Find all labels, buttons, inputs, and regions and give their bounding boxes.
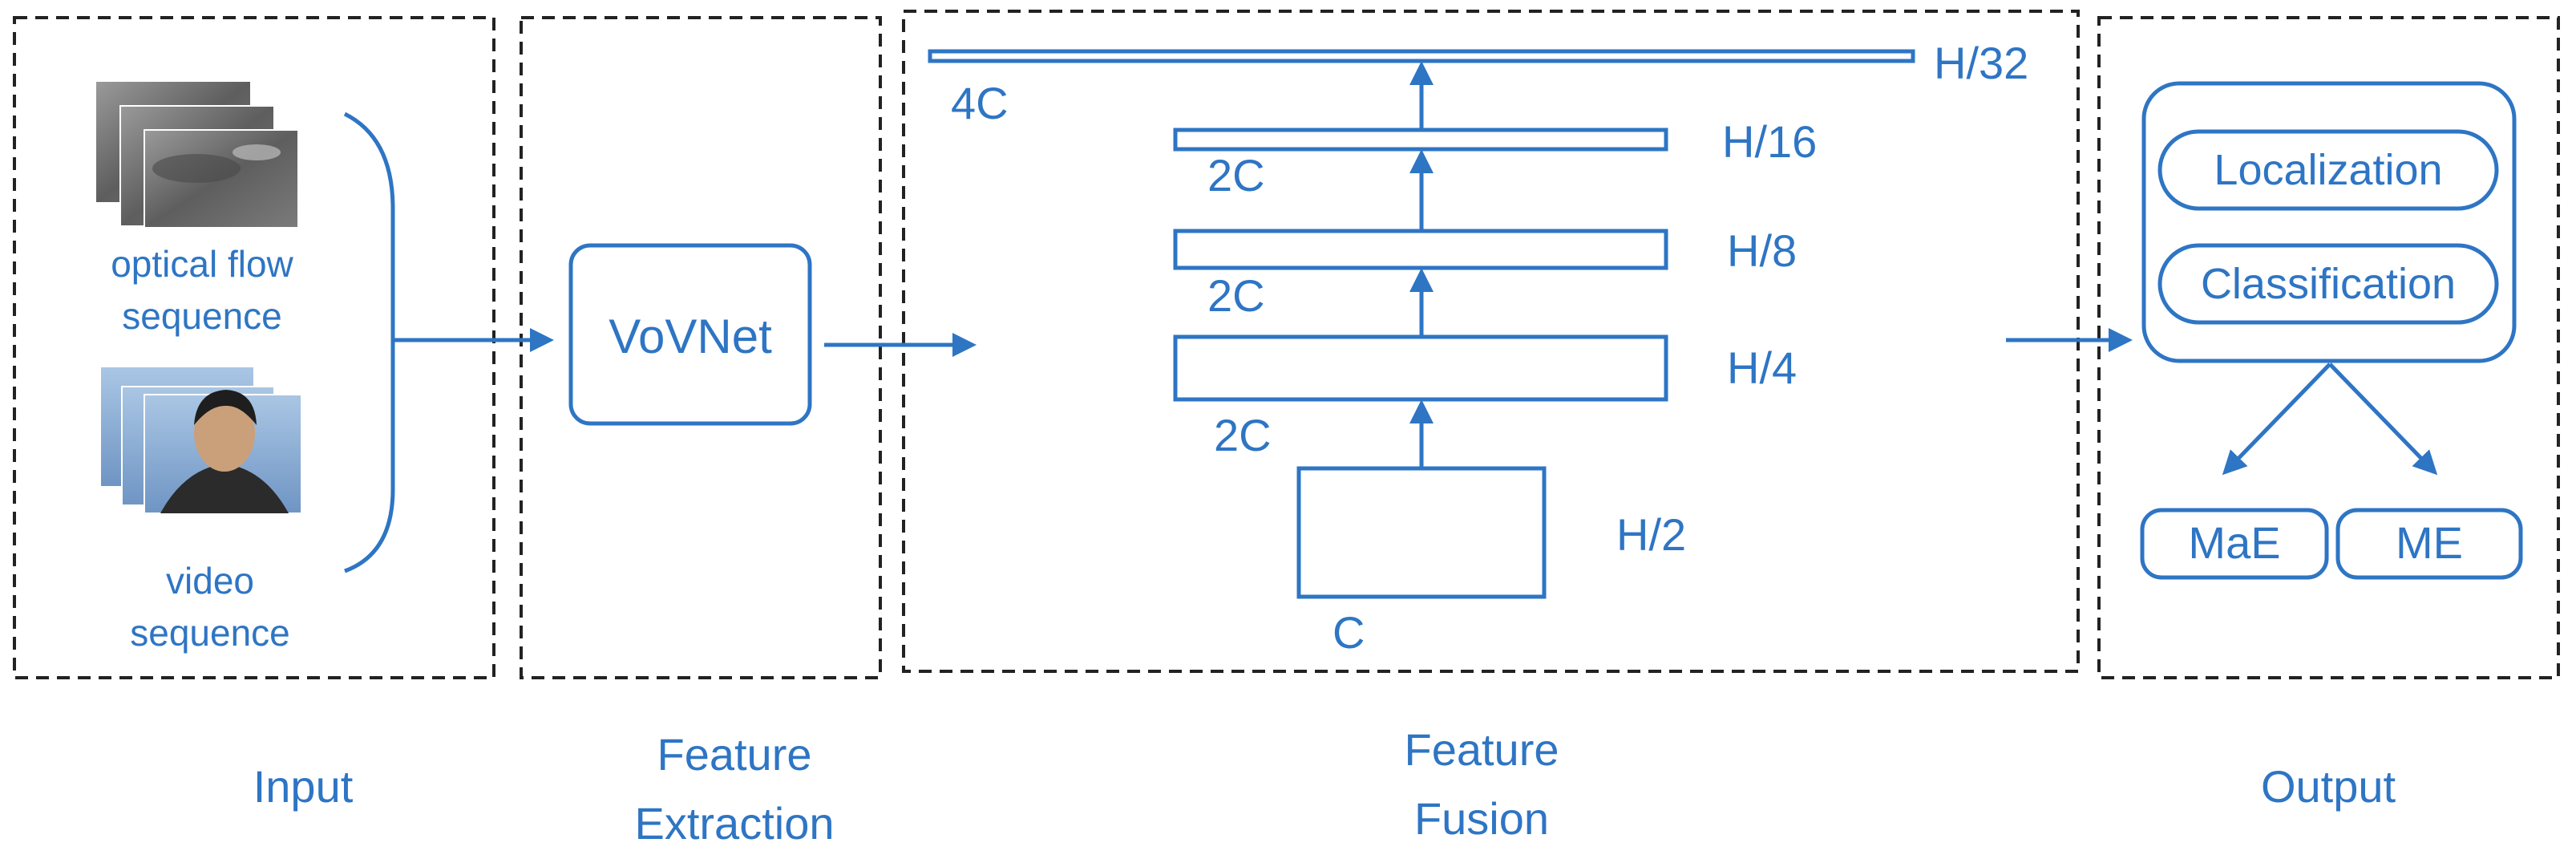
localization-label: Localization [2214, 146, 2442, 194]
optical-flow-stack [96, 82, 299, 229]
output-split-arrow [2328, 363, 2438, 476]
person-face [194, 395, 255, 472]
vovnet-label: VoVNet [609, 310, 772, 363]
me-result [2335, 508, 2523, 580]
optical-flow-texture [233, 144, 281, 160]
extraction-caption: Extraction [635, 798, 835, 849]
person-body [160, 464, 289, 513]
channel-label-c: C [1332, 607, 1365, 658]
video-label: sequence [130, 612, 290, 654]
output-split-arrow [2222, 363, 2331, 476]
scale-label-h8: H/8 [1727, 225, 1797, 276]
extraction-caption: Feature [657, 729, 812, 780]
feature-level-h16 [1173, 128, 1668, 152]
output-panel [2097, 16, 2560, 679]
vovnet-box [568, 243, 812, 426]
feature-level-h32 [928, 49, 1915, 63]
me-label: ME [2396, 517, 2463, 568]
video-label: video [166, 560, 254, 602]
classification-head [2157, 243, 2499, 325]
input-brace [343, 111, 395, 573]
fusion-caption: Feature [1405, 724, 1559, 775]
scale-label-h2: H/2 [1616, 509, 1686, 560]
optical-flow-texture [152, 154, 241, 183]
feature-level-h8 [1173, 229, 1668, 270]
localization-head [2157, 129, 2499, 211]
video-frame-stack [101, 367, 302, 514]
feature-level-h4 [1173, 334, 1668, 402]
mae-result [2140, 508, 2329, 580]
mae-label: MaE [2188, 517, 2280, 568]
feature-level-h2 [1296, 466, 1547, 599]
fusion-caption: Fusion [1414, 793, 1549, 844]
scale-label-h16: H/16 [1722, 116, 1817, 167]
optical-flow-label: optical flow [111, 243, 293, 285]
feature-extraction-panel [520, 16, 882, 679]
channel-label-2c: 2C [1207, 150, 1265, 201]
channel-label-4c: 4C [951, 78, 1009, 128]
scale-label-h32: H/32 [1934, 38, 2028, 88]
output-caption: Output [2261, 761, 2396, 812]
input-panel [13, 16, 495, 679]
optical-flow-label: sequence [122, 295, 282, 337]
input-caption: Input [253, 761, 354, 812]
classification-label: Classification [2201, 260, 2456, 308]
scale-label-h4: H/4 [1727, 342, 1797, 393]
channel-label-2c: 2C [1207, 270, 1265, 321]
person-hair [194, 390, 257, 425]
channel-label-2c: 2C [1214, 410, 1272, 460]
